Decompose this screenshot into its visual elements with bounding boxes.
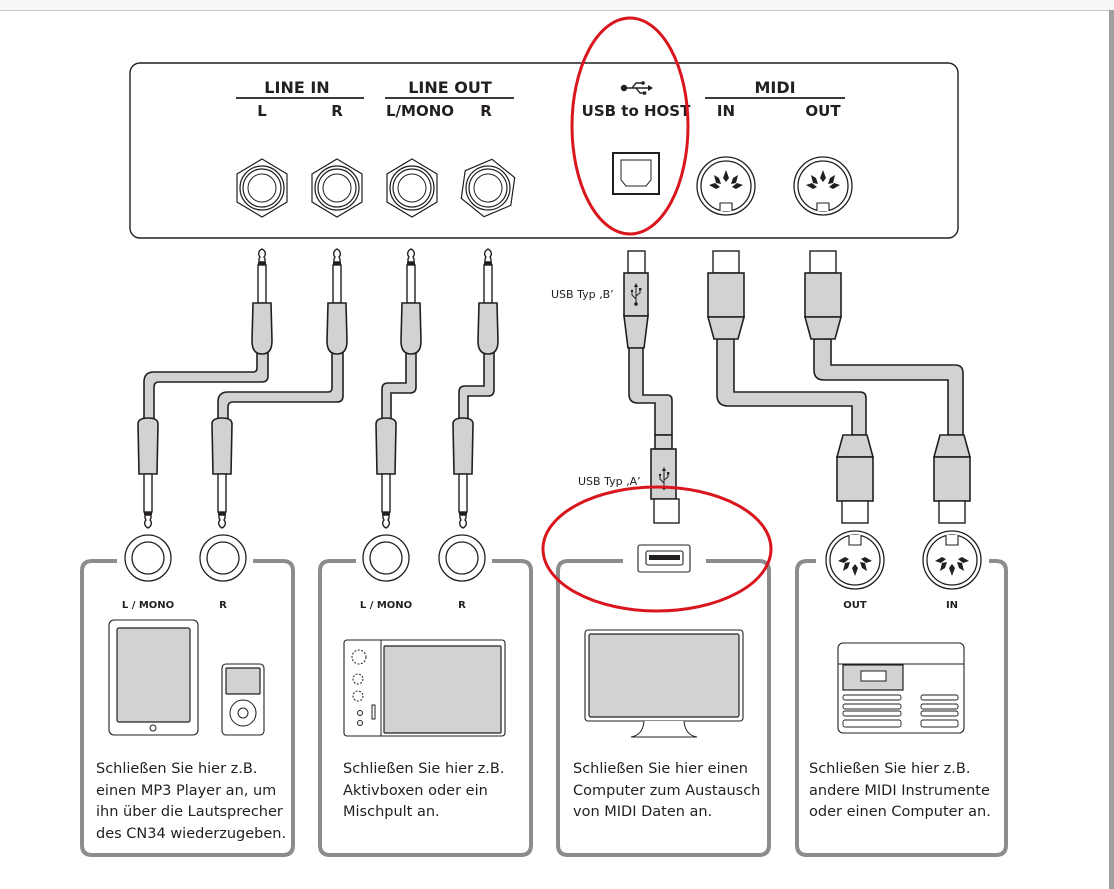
line-out-left-bottom-plug <box>375 417 397 529</box>
line-out-right-bottom-plug <box>452 417 474 529</box>
midi-out-bottom-plug <box>933 434 971 524</box>
instrument-rear-panel: LINE IN L R LINE OUT L/MONO R <box>129 62 959 239</box>
line-in-cables <box>137 248 348 529</box>
computer-monitor-icon <box>584 629 744 738</box>
midi-device-out-label: OUT <box>843 600 867 611</box>
computer-description: Schließen Sie hier einen Computer zum Au… <box>573 761 760 820</box>
line-in-right-top-plug <box>326 248 348 355</box>
usb-a-highlight-ellipse <box>541 485 773 613</box>
description-line: Aktivboxen oder ein <box>343 783 488 799</box>
description-line: Schließen Sie hier z.B. <box>343 761 504 777</box>
mp3-right-jack[interactable] <box>199 534 247 582</box>
midi-out-cable <box>813 338 964 436</box>
line-in-group: LINE IN L R <box>236 78 364 218</box>
vertical-scrollbar[interactable] <box>1109 10 1114 889</box>
speaker-right-jack[interactable] <box>438 534 486 582</box>
description-line: Computer zum Austausch <box>573 783 760 799</box>
line-in-right-label: R <box>331 102 343 120</box>
usb-type-a-label: USB Typ ‚A’ <box>578 475 641 488</box>
midi-in-top-plug <box>707 250 745 340</box>
usb-to-host-label: USB to HOST <box>582 102 691 120</box>
line-in-right-cable <box>217 349 344 426</box>
line-in-right-bottom-plug <box>211 417 233 529</box>
line-in-left-top-plug <box>251 248 273 355</box>
active-speaker-icon <box>343 639 506 737</box>
line-in-left-label: L <box>257 102 267 120</box>
usb-cable: USB Typ ‚B’ USB Typ ‚A’ <box>551 250 680 524</box>
midi-group: MIDI IN OUT <box>696 78 853 216</box>
midi-in-label: IN <box>717 102 735 120</box>
device-card-computer: Schließen Sie hier einen Computer zum Au… <box>556 544 771 857</box>
viewer-top-bar <box>0 0 1114 11</box>
description-line: von MIDI Daten an. <box>573 804 712 820</box>
device-card-midi-instrument: OUT IN Schließen Sie hier z.B. andere MI… <box>795 530 1008 857</box>
usb-to-host-group: USB to HOST <box>582 81 691 195</box>
description-line: oder einen Computer an. <box>809 804 991 820</box>
description-line: Schließen Sie hier z.B. <box>809 761 970 777</box>
midi-sound-module-icon <box>837 642 965 734</box>
speaker-description: Schließen Sie hier z.B. Aktivboxen oder … <box>343 761 504 820</box>
line-out-right-cable <box>458 351 495 426</box>
midi-out-top-plug <box>804 250 842 340</box>
usb-a-port[interactable] <box>637 544 691 573</box>
usb-host-highlight-ellipse <box>570 16 690 236</box>
line-out-title: LINE OUT <box>408 78 492 97</box>
mp3-left-jack[interactable] <box>124 534 172 582</box>
description-line: Schließen Sie hier einen <box>573 761 748 777</box>
mp3-right-jack-label: R <box>219 600 227 611</box>
usb-b-port[interactable] <box>612 152 660 195</box>
description-line: ihn über die Lautsprecher <box>96 804 283 820</box>
description-line: einen MP3 Player an, um <box>96 783 276 799</box>
speaker-right-jack-label: R <box>458 600 466 611</box>
mp3-left-jack-label: L / MONO <box>122 600 174 611</box>
mp3-description: Schließen Sie hier z.B. einen MP3 Player… <box>96 761 286 842</box>
tablet-icon <box>108 619 199 736</box>
midi-device-in-port[interactable] <box>922 530 982 590</box>
midi-cables <box>707 250 971 524</box>
midi-device-out-port[interactable] <box>825 530 885 590</box>
usb-icon <box>620 81 653 95</box>
midi-device-in-label: IN <box>946 600 958 611</box>
line-out-right-top-plug <box>477 248 499 355</box>
line-out-left-top-plug <box>400 248 422 355</box>
midi-out-label: OUT <box>805 102 841 120</box>
line-out-left-cable <box>381 349 417 426</box>
description-line: Schließen Sie hier z.B. <box>96 761 257 777</box>
line-in-left-bottom-plug <box>137 417 159 529</box>
midi-title: MIDI <box>754 78 795 97</box>
midi-description: Schließen Sie hier z.B. andere MIDI Inst… <box>809 761 991 820</box>
description-line: andere MIDI Instrumente <box>809 783 990 799</box>
usb-a-plug-metal <box>653 498 680 524</box>
line-out-group: LINE OUT L/MONO R <box>385 78 518 221</box>
usb-b-plug-metal <box>627 250 646 274</box>
midi-in-bottom-plug <box>836 434 874 524</box>
mp3-player-icon <box>221 663 265 736</box>
usb-type-b-label: USB Typ ‚B’ <box>551 288 614 301</box>
midi-in-cable <box>716 338 867 436</box>
speaker-left-jack[interactable] <box>362 534 410 582</box>
line-out-cables <box>375 248 499 529</box>
midi-in-port[interactable] <box>696 156 756 216</box>
device-card-active-speakers: L / MONO R Schließen Sie hier z.B. Aktiv… <box>318 534 533 857</box>
line-out-right-label: R <box>480 102 492 120</box>
midi-out-port[interactable] <box>793 156 853 216</box>
line-in-title: LINE IN <box>264 78 329 97</box>
line-in-left-cable <box>143 349 269 426</box>
speaker-left-jack-label: L / MONO <box>360 600 412 611</box>
device-card-mp3-player: L / MONO R Schließen Sie hier z.B. einen… <box>80 534 295 857</box>
description-line: des CN34 wiederzugeben. <box>96 826 286 842</box>
line-out-left-label: L/MONO <box>386 102 454 120</box>
description-line: Mischpult an. <box>343 804 440 820</box>
